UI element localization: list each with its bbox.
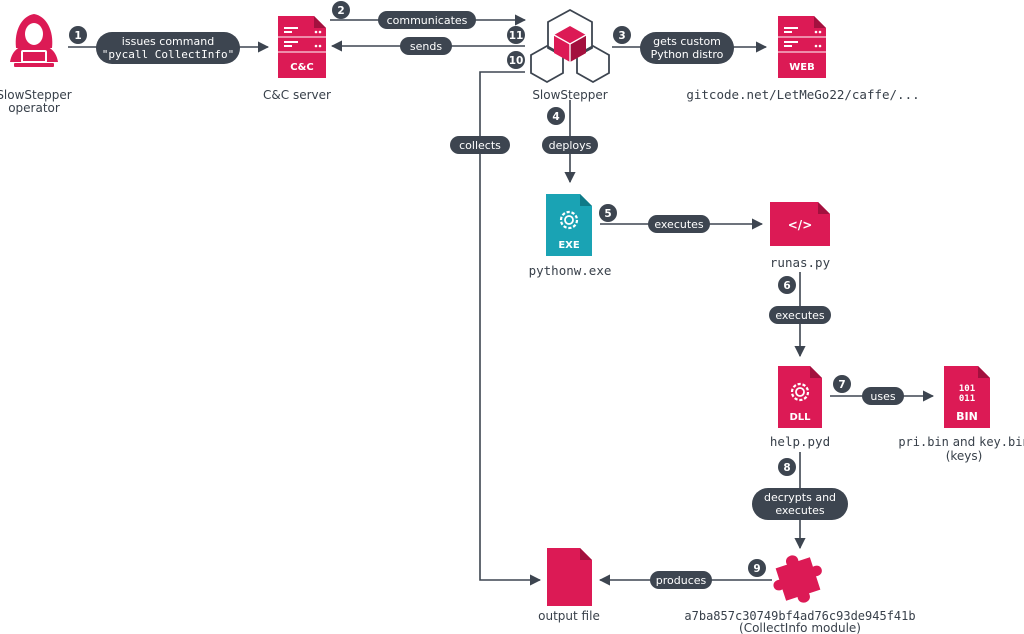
step-10-number: 10 (509, 55, 524, 67)
slowstepper-label: SlowStepper (532, 88, 607, 102)
step-7-number: 7 (838, 379, 845, 391)
step-3-label-line1: gets custom (653, 35, 721, 48)
bin-icon-text: BIN (956, 410, 978, 423)
step-8-number-badge: 8 (778, 458, 796, 476)
step-10-number-badge: 10 (507, 51, 525, 69)
step-3-label-line2: Python distro (651, 48, 724, 61)
step-1-number-badge: 1 (69, 26, 87, 44)
step-6-pill: executes (769, 306, 831, 324)
step-4-label: deploys (549, 139, 592, 152)
step-1-label-line1: issues command (122, 35, 214, 48)
step-11-number: 11 (509, 30, 524, 42)
module-hash-label: a7ba857c30749bf4ad76c93de945f41b (684, 609, 915, 623)
web-url-label: gitcode.net/LetMeGo22/caffe/... (686, 87, 919, 102)
operator-label-line1: SlowStepper (0, 88, 72, 102)
step-11-label: sends (410, 40, 442, 53)
step-4-number: 4 (552, 111, 559, 123)
step-5-number-badge: 5 (599, 204, 617, 222)
step-5-pill: executes (648, 215, 710, 233)
slowstepper-logo-icon (530, 8, 610, 84)
puzzle-piece-icon (773, 555, 822, 603)
keys-label-pri: pri.bin (898, 435, 949, 449)
step-8-label-line2: executes (775, 504, 825, 517)
hacker-icon (10, 14, 58, 67)
step-10-pill: collects (450, 136, 510, 154)
step-2-label: communicates (387, 14, 468, 27)
step-11-number-badge: 11 (507, 26, 525, 44)
cc-server-label: C&C server (263, 88, 331, 102)
step-8-pill: decrypts and executes (752, 488, 848, 520)
step-3-pill: gets custom Python distro (640, 32, 734, 64)
step-1-number: 1 (74, 30, 81, 42)
step-7-number-badge: 7 (833, 375, 851, 393)
step-2-number: 2 (337, 5, 344, 17)
step-7-label: uses (870, 390, 895, 403)
bin-icon-bits-1: 101 (959, 384, 975, 394)
step-5-number: 5 (604, 208, 611, 220)
pythonw-label: pythonw.exe (529, 263, 612, 278)
step-6-number: 6 (783, 280, 790, 292)
step-10-label: collects (459, 139, 501, 152)
step-8-number: 8 (783, 462, 790, 474)
helppyd-label: help.pyd (770, 434, 830, 449)
script-file-icon (770, 202, 830, 246)
bin-icon-bits-2: 011 (959, 394, 975, 404)
operator-label-line2: operator (8, 101, 60, 115)
module-label-line2: (CollectInfo module) (739, 621, 861, 634)
step-7-pill: uses (862, 387, 904, 405)
cc-icon-text: C&C (290, 62, 313, 73)
code-icon-text: </> (788, 218, 813, 232)
step-11-pill: sends (400, 37, 452, 55)
step-9-pill: produces (650, 571, 712, 589)
step-6-label: executes (775, 309, 825, 322)
runas-label: runas.py (770, 255, 831, 270)
exe-file-icon (546, 194, 592, 256)
step-4-pill: deploys (542, 136, 598, 154)
bin-file-icon (944, 366, 990, 428)
web-server-icon (778, 16, 826, 78)
web-icon-text: WEB (789, 62, 814, 73)
keys-label: pri.bin and key.bin (898, 435, 1024, 449)
step-9-number-badge: 9 (748, 559, 766, 577)
step-9-number: 9 (753, 563, 760, 575)
keys-label-and: and (949, 435, 979, 449)
exe-icon-text: EXE (558, 240, 580, 251)
step-6-number-badge: 6 (778, 276, 796, 294)
step-3-number: 3 (618, 30, 625, 42)
step-2-number-badge: 2 (332, 1, 350, 19)
step-4-number-badge: 4 (547, 107, 565, 125)
arrow-step-10 (479, 71, 542, 586)
step-5-label: executes (654, 218, 704, 231)
step-1-pill: issues command "pycall CollectInfo" (96, 32, 240, 64)
step-3-number-badge: 3 (613, 26, 631, 44)
output-file-icon (547, 548, 592, 606)
dll-icon-text: DLL (789, 412, 811, 423)
step-8-label-line1: decrypts and (764, 491, 836, 504)
server-icon (278, 16, 326, 78)
keys-label-key: key.bin (979, 435, 1024, 449)
step-1-label-line2: "pycall CollectInfo" (102, 48, 234, 61)
step-2-pill: communicates (378, 11, 476, 29)
output-file-label: output file (538, 609, 600, 623)
dll-file-icon (778, 366, 822, 428)
step-9-label: produces (656, 574, 707, 587)
keys-label-line2: (keys) (946, 449, 983, 463)
